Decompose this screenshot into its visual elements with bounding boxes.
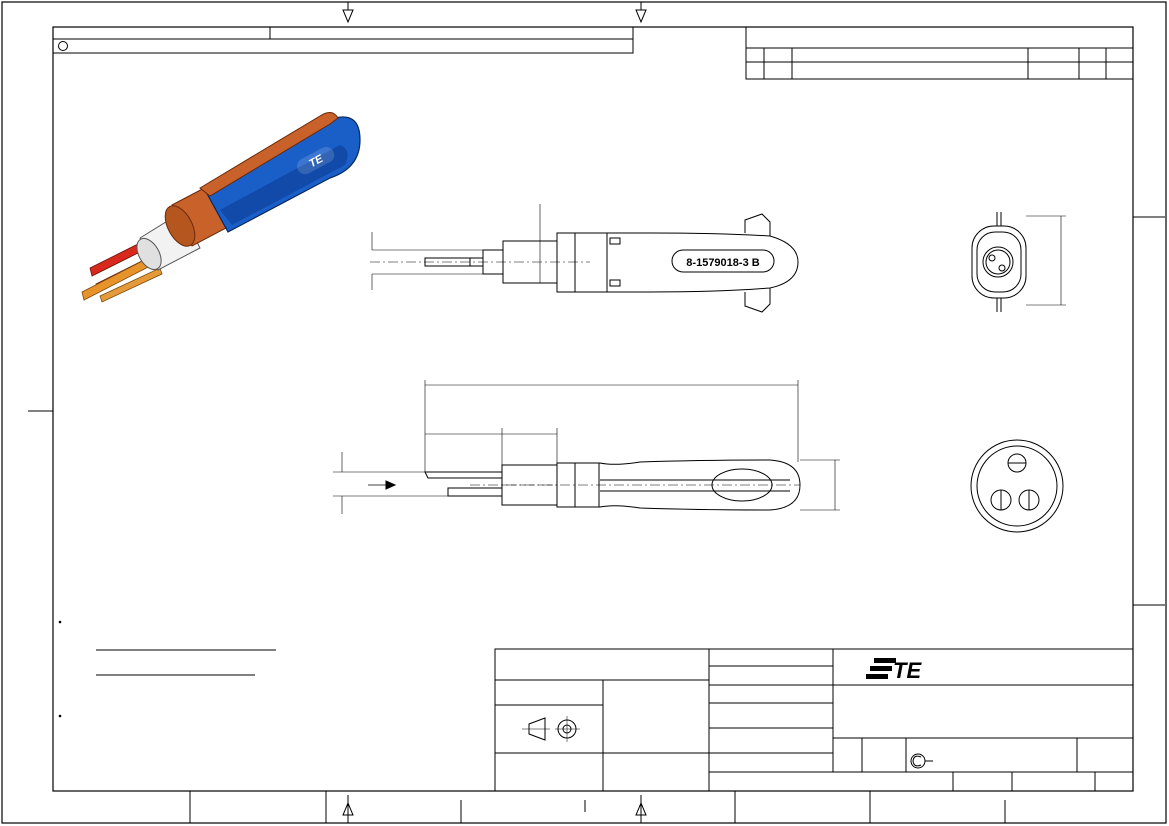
third-angle-projection-icon (522, 716, 580, 742)
orange-pusher-bar (199, 112, 339, 197)
top-title-strip (52, 26, 634, 54)
front-view (370, 204, 799, 313)
centering-mark-bottom-left (342, 795, 354, 823)
revision-block (745, 26, 1134, 80)
centering-mark-bottom-right (635, 795, 647, 823)
copyright-icon (910, 753, 933, 769)
notes-area (58, 620, 276, 718)
side-view (333, 380, 840, 514)
tool-isometric-render: TE (81, 112, 361, 303)
end-view-lower (970, 439, 1064, 533)
centering-mark-top-right (635, 9, 647, 24)
handle-logo-icon: TE (297, 146, 335, 175)
brand-logo-text: TE (893, 658, 922, 683)
end-view-upper (971, 212, 1066, 312)
wire-orange (99, 267, 163, 303)
te-logo-icon: TE (866, 658, 922, 683)
part-number-label: 8-1579018-3 B (686, 257, 759, 269)
title-block (494, 648, 1134, 792)
centering-mark-top-left (342, 9, 354, 24)
